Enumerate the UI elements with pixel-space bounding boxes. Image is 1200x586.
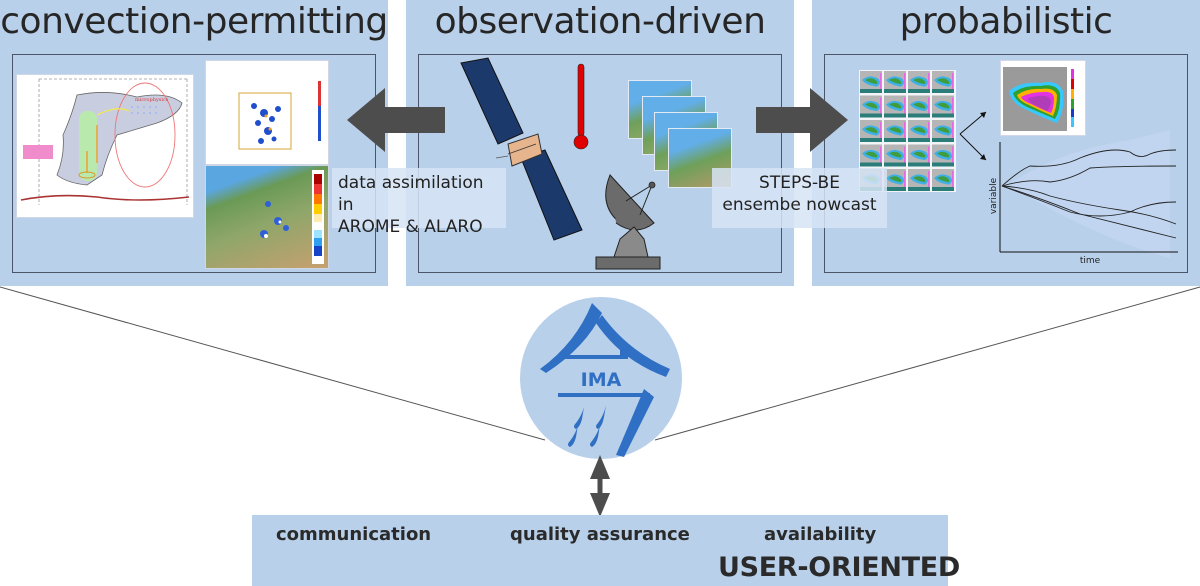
panel-title: probabilistic (899, 1, 1113, 42)
panel-content-frame (418, 54, 782, 273)
ensemble-member-thumbnail (908, 95, 930, 118)
double-arrow (590, 455, 610, 517)
ensemble-member-thumbnail (860, 120, 882, 142)
radar-dish-icon (595, 173, 661, 270)
panel-observation-driven: observation-driven (406, 0, 794, 286)
user-item-availability: availability (764, 524, 877, 545)
ensemble-member-thumbnail (908, 144, 930, 167)
label-line: AROME & ALARO (338, 217, 483, 237)
probability-map (1000, 60, 1086, 136)
y-axis-label: variable (989, 177, 999, 214)
arrow-left-data-assimilation (347, 88, 445, 152)
ensemble-member-line (1001, 185, 1177, 239)
label-line: ensembe nowcast (722, 195, 877, 215)
ensemble-member-thumbnail (884, 95, 906, 118)
ensemble-plume-plot: time variable (989, 130, 1178, 266)
ensemble-member-thumbnail (884, 120, 906, 142)
thermometer-icon (573, 63, 589, 150)
satellite-icon (460, 57, 583, 241)
panel-convection-permitting: convection-permitting microphysics (0, 0, 388, 286)
label-line: STEPS-BE (759, 173, 840, 193)
branch-arrows (959, 111, 987, 161)
steps-be-label: STEPS-BE ensembe nowcast (712, 168, 887, 228)
user-item-communication: communication (276, 524, 432, 545)
ensemble-member-thumbnail (908, 169, 930, 191)
user-oriented-box: communication quality assurance availabi… (252, 515, 960, 586)
ensemble-member-line (1001, 185, 1177, 225)
ensemble-member-thumbnail (884, 71, 906, 93)
radar-observation-map (205, 165, 329, 269)
forecast-radar-map (205, 60, 329, 165)
panel-probabilistic: probabilistic (812, 0, 1200, 286)
x-axis-label: time (1080, 256, 1101, 266)
ensemble-member-line (1001, 149, 1177, 187)
arrow-right-nowcast (756, 88, 848, 152)
ensemble-member-line (1001, 185, 1177, 217)
panel-content-frame (824, 54, 1188, 273)
ensemble-member-thumbnail (932, 71, 954, 93)
ensemble-member-thumbnail (860, 71, 882, 93)
ensemble-member-thumbnail (860, 144, 882, 167)
ensemble-member-thumbnail (908, 120, 930, 142)
ensemble-member-thumbnail (932, 120, 954, 142)
ensemble-member-thumbnail (932, 144, 954, 167)
panel-content-frame (12, 54, 376, 273)
ensemble-member-thumbnail (908, 71, 930, 93)
label-line: data assimilation in (338, 173, 484, 215)
ensemble-member-thumbnail (860, 95, 882, 118)
user-item-quality-assurance: quality assurance (510, 524, 690, 545)
svg-text:microphysics: microphysics (135, 97, 169, 103)
user-oriented-title: USER-ORIENTED (718, 552, 961, 583)
convection-scheme-figure: microphysics (16, 74, 194, 218)
data-assimilation-label: data assimilation in AROME & ALARO (332, 168, 506, 237)
ensemble-member-thumbnail (932, 95, 954, 118)
ensemble-member-thumbnail (932, 169, 954, 191)
ensemble-member-thumbnail (884, 169, 906, 191)
panel-title: observation-driven (434, 1, 766, 42)
ensemble-member-thumbnail (884, 144, 906, 167)
panel-title: convection-permitting (0, 1, 388, 42)
ima-logo-text: IMA (581, 369, 622, 391)
ima-logo: IMA (520, 297, 682, 459)
ensemble-member-line (1001, 165, 1177, 187)
